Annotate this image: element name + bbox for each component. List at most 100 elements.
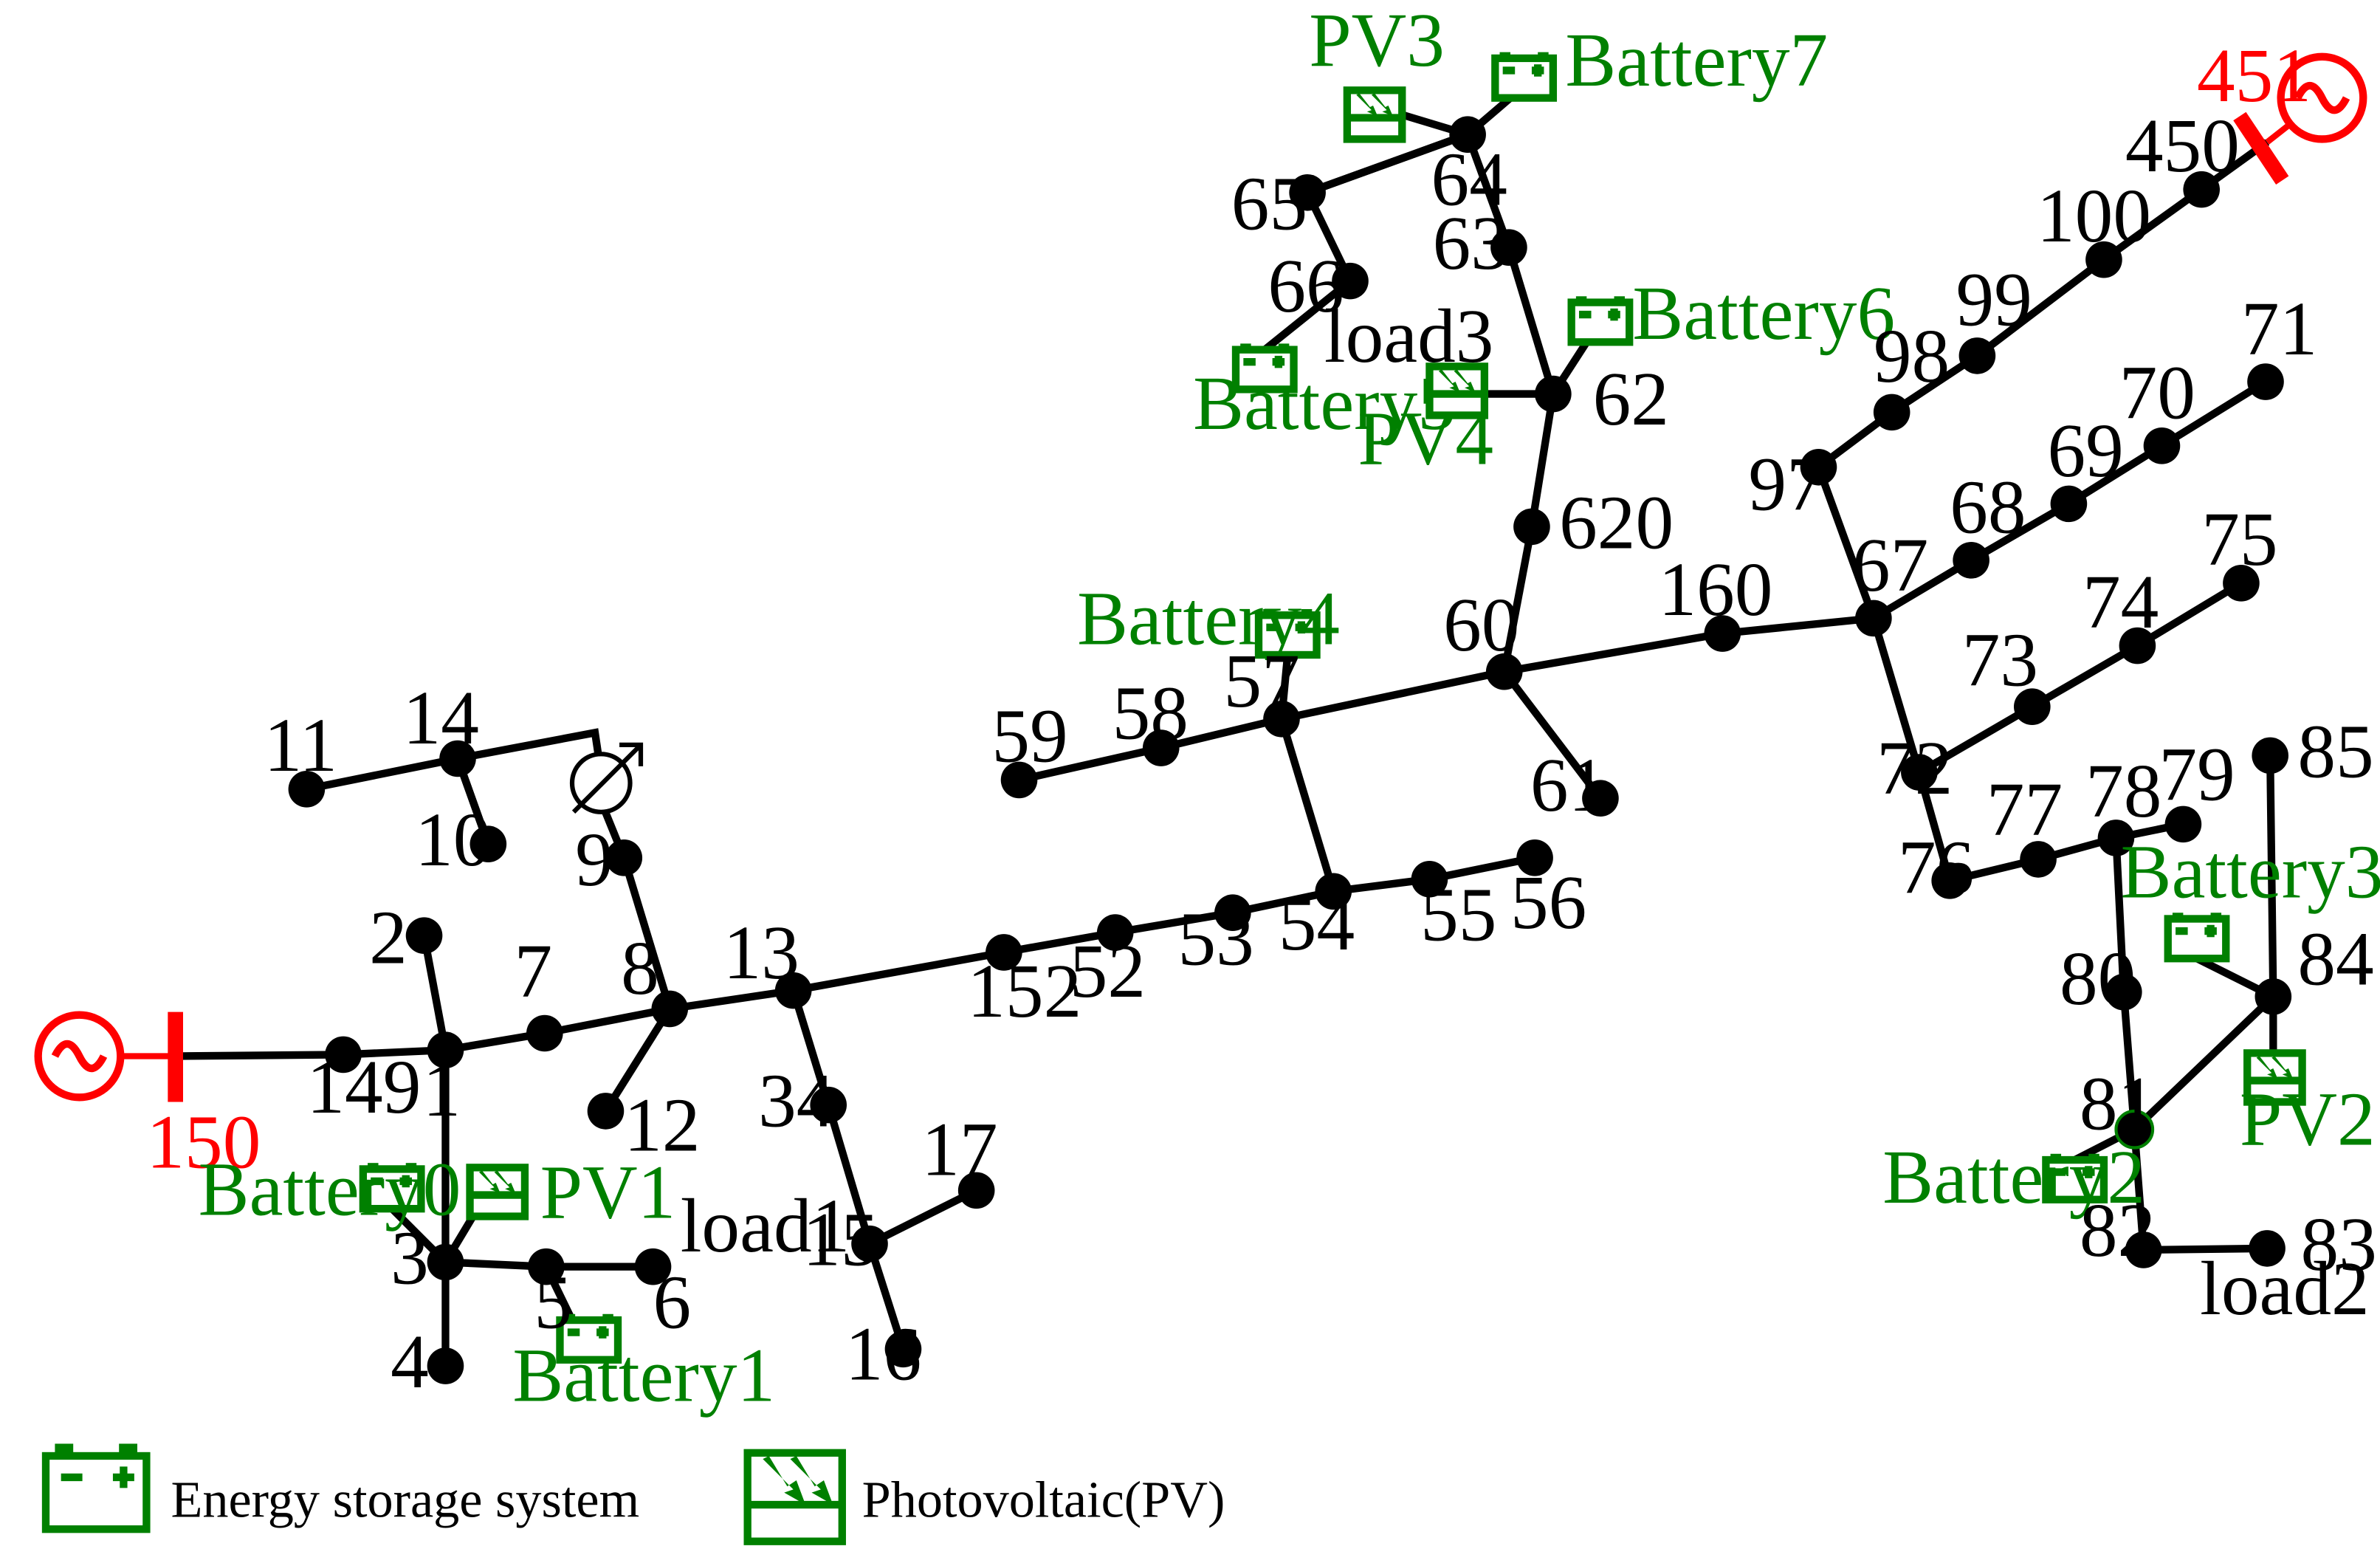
bus-node-63 <box>1490 229 1527 266</box>
source-label-451: 451 <box>2197 34 2311 118</box>
bus-label-15: 15 <box>802 1198 878 1282</box>
line-99-100 <box>1975 256 2107 360</box>
bus-label-78: 78 <box>2085 749 2161 834</box>
bus-node-64 <box>1449 116 1486 154</box>
bus-label-152: 152 <box>967 949 1081 1034</box>
bus-node-34 <box>810 1086 847 1124</box>
legend-pv-label: Photovoltaic(PV) <box>862 1471 1225 1529</box>
bus-label-61: 61 <box>1530 743 1606 828</box>
bus-node-67 <box>1855 600 1892 637</box>
line-81-84 <box>2131 994 2276 1133</box>
bus-label-2: 2 <box>369 896 407 980</box>
bus-node-74 <box>2119 627 2156 664</box>
battery-icon <box>1231 343 1298 394</box>
bus-node-12 <box>587 1093 625 1130</box>
bus-label-12: 12 <box>624 1084 700 1168</box>
bus-label-149: 149 <box>306 1045 421 1130</box>
pv-label-pv2: PV2 <box>2240 1077 2376 1161</box>
bus-label-5: 5 <box>534 1260 572 1344</box>
bus-label-82: 82 <box>2080 1189 2156 1273</box>
line-14-11 <box>306 755 459 793</box>
pv-panel-icon <box>2243 1049 2306 1106</box>
bus-label-58: 58 <box>1112 672 1189 756</box>
bus-label-83: 83 <box>2301 1203 2377 1287</box>
bus-label-13: 13 <box>723 911 799 995</box>
line-73-74 <box>2030 642 2139 710</box>
bus-label-450: 450 <box>2125 104 2240 188</box>
battery-icon <box>1254 608 1321 659</box>
line-60-620 <box>1500 526 1536 673</box>
pv-panel-icon <box>1343 86 1406 143</box>
bus-label-34: 34 <box>758 1059 834 1144</box>
bus-node-54 <box>1315 873 1352 910</box>
bus-node-8 <box>651 990 689 1028</box>
equipment-symbols: 150451Battery0Battery1Battery2Battery3Ba… <box>34 0 2380 1418</box>
bus-label-66: 66 <box>1268 244 1344 329</box>
bus-node-160 <box>1704 615 1741 652</box>
battery-label-b5: Battery5 <box>1193 362 1456 446</box>
bus-label-81: 81 <box>2080 1062 2156 1147</box>
bus-label-71: 71 <box>2241 287 2317 371</box>
bus-node-69 <box>2050 485 2088 523</box>
bus-label-85: 85 <box>2297 710 2373 794</box>
bus-label-17: 17 <box>921 1108 997 1192</box>
bus-label-16: 16 <box>845 1313 921 1397</box>
bus-node-56 <box>1516 839 1553 876</box>
bus-node-82 <box>2125 1231 2162 1268</box>
line-57-58 <box>1160 715 1283 752</box>
line-63-64 <box>1464 133 1513 249</box>
line-72-73 <box>1917 703 2035 776</box>
legend-pv-icon <box>743 1449 846 1545</box>
ac-source-451: 451 <box>2197 34 2367 185</box>
line-152-52 <box>1002 929 1116 957</box>
line-67-72 <box>1869 616 1923 774</box>
line-60-160 <box>1503 629 1724 676</box>
source-label-150: 150 <box>146 1100 261 1184</box>
bus-node-11 <box>288 771 326 808</box>
bus-label-52: 52 <box>1070 930 1146 1014</box>
bus-node-85 <box>2252 737 2288 774</box>
bus-label-160: 160 <box>1658 548 1772 632</box>
line-74-75 <box>2135 580 2243 649</box>
bus-node-149 <box>325 1036 362 1074</box>
line-8-9 <box>620 856 674 1010</box>
bus-node-77 <box>2020 841 2057 878</box>
line-67-68 <box>1871 557 1973 622</box>
bus-label-53: 53 <box>1177 898 1253 982</box>
pv-label-pv3: PV3 <box>1309 0 1445 83</box>
bus-node-57 <box>1263 700 1300 738</box>
bus-node-84 <box>2255 978 2292 1015</box>
bus-node-97 <box>1800 448 1837 486</box>
bus-label-79: 79 <box>2159 732 2235 817</box>
ac-source-150: 150 <box>34 1011 261 1184</box>
bus-node-3 <box>427 1243 464 1281</box>
bus-label-62: 62 <box>1593 357 1669 442</box>
battery-label-b3: Battery3 <box>2121 831 2380 915</box>
bus-node-13 <box>774 972 812 1009</box>
legend: Energy storage system Photovoltaic(PV) <box>41 1443 1225 1545</box>
bus-node-55 <box>1411 860 1448 898</box>
line-82-83 <box>2143 1244 2268 1254</box>
bus-node-81 <box>2114 1109 2155 1150</box>
bus-label-57: 57 <box>1223 639 1299 724</box>
bus-label-64: 64 <box>1431 137 1507 221</box>
bus-label-55: 55 <box>1420 873 1496 957</box>
line-67-97 <box>1815 466 1877 620</box>
line-60-61 <box>1501 669 1604 801</box>
bus-label-70: 70 <box>2119 351 2195 436</box>
bus-label-6: 6 <box>653 1260 692 1344</box>
battery-icon <box>1491 52 1558 102</box>
bus-node-70 <box>2143 427 2181 464</box>
bus-label-99: 99 <box>1956 258 2032 343</box>
bus-node-620 <box>1513 508 1550 546</box>
battery-label-b6: Battery6 <box>1632 272 1895 356</box>
bus-label-76: 76 <box>1898 825 1974 910</box>
line-160-67 <box>1722 614 1874 638</box>
bus-node-52 <box>1096 914 1134 951</box>
bus-node-10 <box>470 825 507 863</box>
line-65-64 <box>1306 131 1469 196</box>
bus-label-74: 74 <box>2082 560 2159 645</box>
bus-label-56: 56 <box>1510 861 1586 945</box>
bus-node-76 <box>1931 862 1968 899</box>
